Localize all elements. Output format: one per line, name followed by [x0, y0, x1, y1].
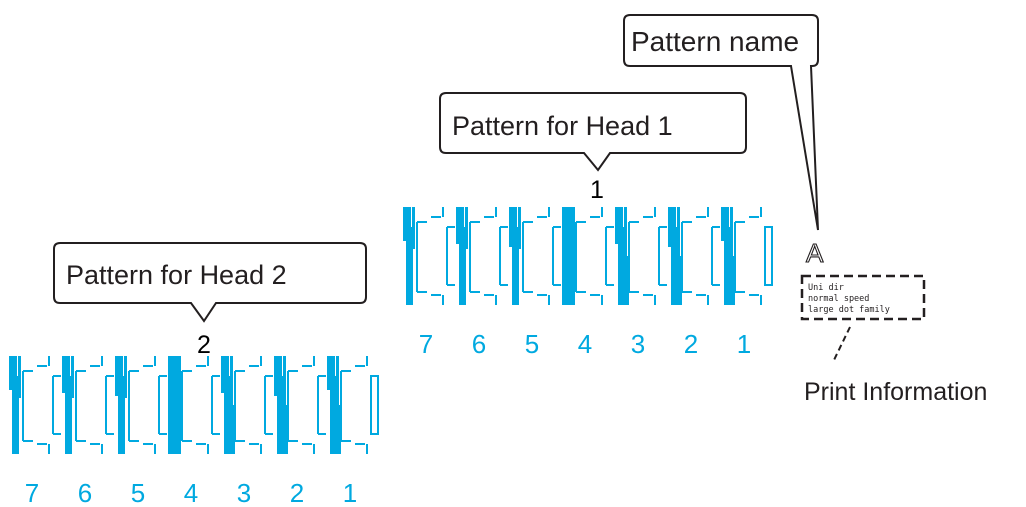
pattern-number-label: 3: [237, 478, 251, 507]
print-info-caption: Print Information: [804, 378, 987, 406]
pattern-head-1: 7 6 5 4 3 2 1: [403, 207, 773, 359]
pattern-letter: A: [806, 238, 824, 268]
callout-pattern-name: Pattern name: [623, 14, 819, 231]
pattern-block: 7: [9, 356, 61, 507]
pattern-head-2: 7 6 5 4 3 2 1: [9, 356, 379, 507]
pattern-number-label: 5: [525, 329, 539, 359]
pattern-number-label: 6: [78, 478, 92, 507]
pattern-block: 2: [274, 356, 326, 507]
head-2-pattern-label: 2: [197, 331, 211, 359]
pattern-block: 4: [562, 207, 614, 359]
pattern-block: 5: [115, 356, 167, 507]
pattern-block: 4: [168, 356, 220, 507]
print-info-line-1: Uni dir: [808, 283, 844, 293]
print-info-line-3: large dot family: [808, 305, 890, 315]
callout-head-1-text: Pattern for Head 1: [452, 111, 673, 141]
pattern-number-label: 5: [131, 478, 145, 507]
print-info-leader: [833, 326, 851, 361]
pattern-block: 3: [221, 356, 273, 507]
pattern-number-label: 2: [290, 478, 304, 507]
pattern-block: 5: [509, 207, 561, 359]
pattern-number-label: 6: [472, 329, 486, 359]
callout-head-1: Pattern for Head 1: [439, 92, 747, 172]
pattern-number-label: 3: [631, 329, 645, 359]
pattern-block: 2: [668, 207, 720, 359]
pattern-number-label: 2: [684, 329, 698, 359]
pattern-block: 1: [721, 207, 773, 359]
callout-head-2: Pattern for Head 2: [53, 242, 367, 323]
pattern-block: 1: [327, 356, 379, 507]
pattern-number-label: 1: [737, 329, 751, 359]
print-info-line-2: normal speed: [808, 294, 869, 304]
callout-head-2-text: Pattern for Head 2: [66, 260, 287, 290]
pattern-number-label: 4: [578, 329, 592, 359]
pattern-block: 6: [62, 356, 114, 507]
callout-pattern-name-text: Pattern name: [631, 26, 799, 57]
print-info-box: Uni dir normal speed large dot family: [800, 274, 926, 321]
pattern-number-label: 7: [419, 329, 433, 359]
pattern-number-label: 4: [184, 478, 198, 507]
pattern-block: 6: [456, 207, 508, 359]
pattern-number-label: 7: [25, 478, 39, 507]
pattern-block: 3: [615, 207, 667, 359]
pattern-block: 7: [403, 207, 455, 359]
head-1-pattern-label: 1: [590, 176, 604, 204]
pattern-number-label: 1: [343, 478, 357, 507]
